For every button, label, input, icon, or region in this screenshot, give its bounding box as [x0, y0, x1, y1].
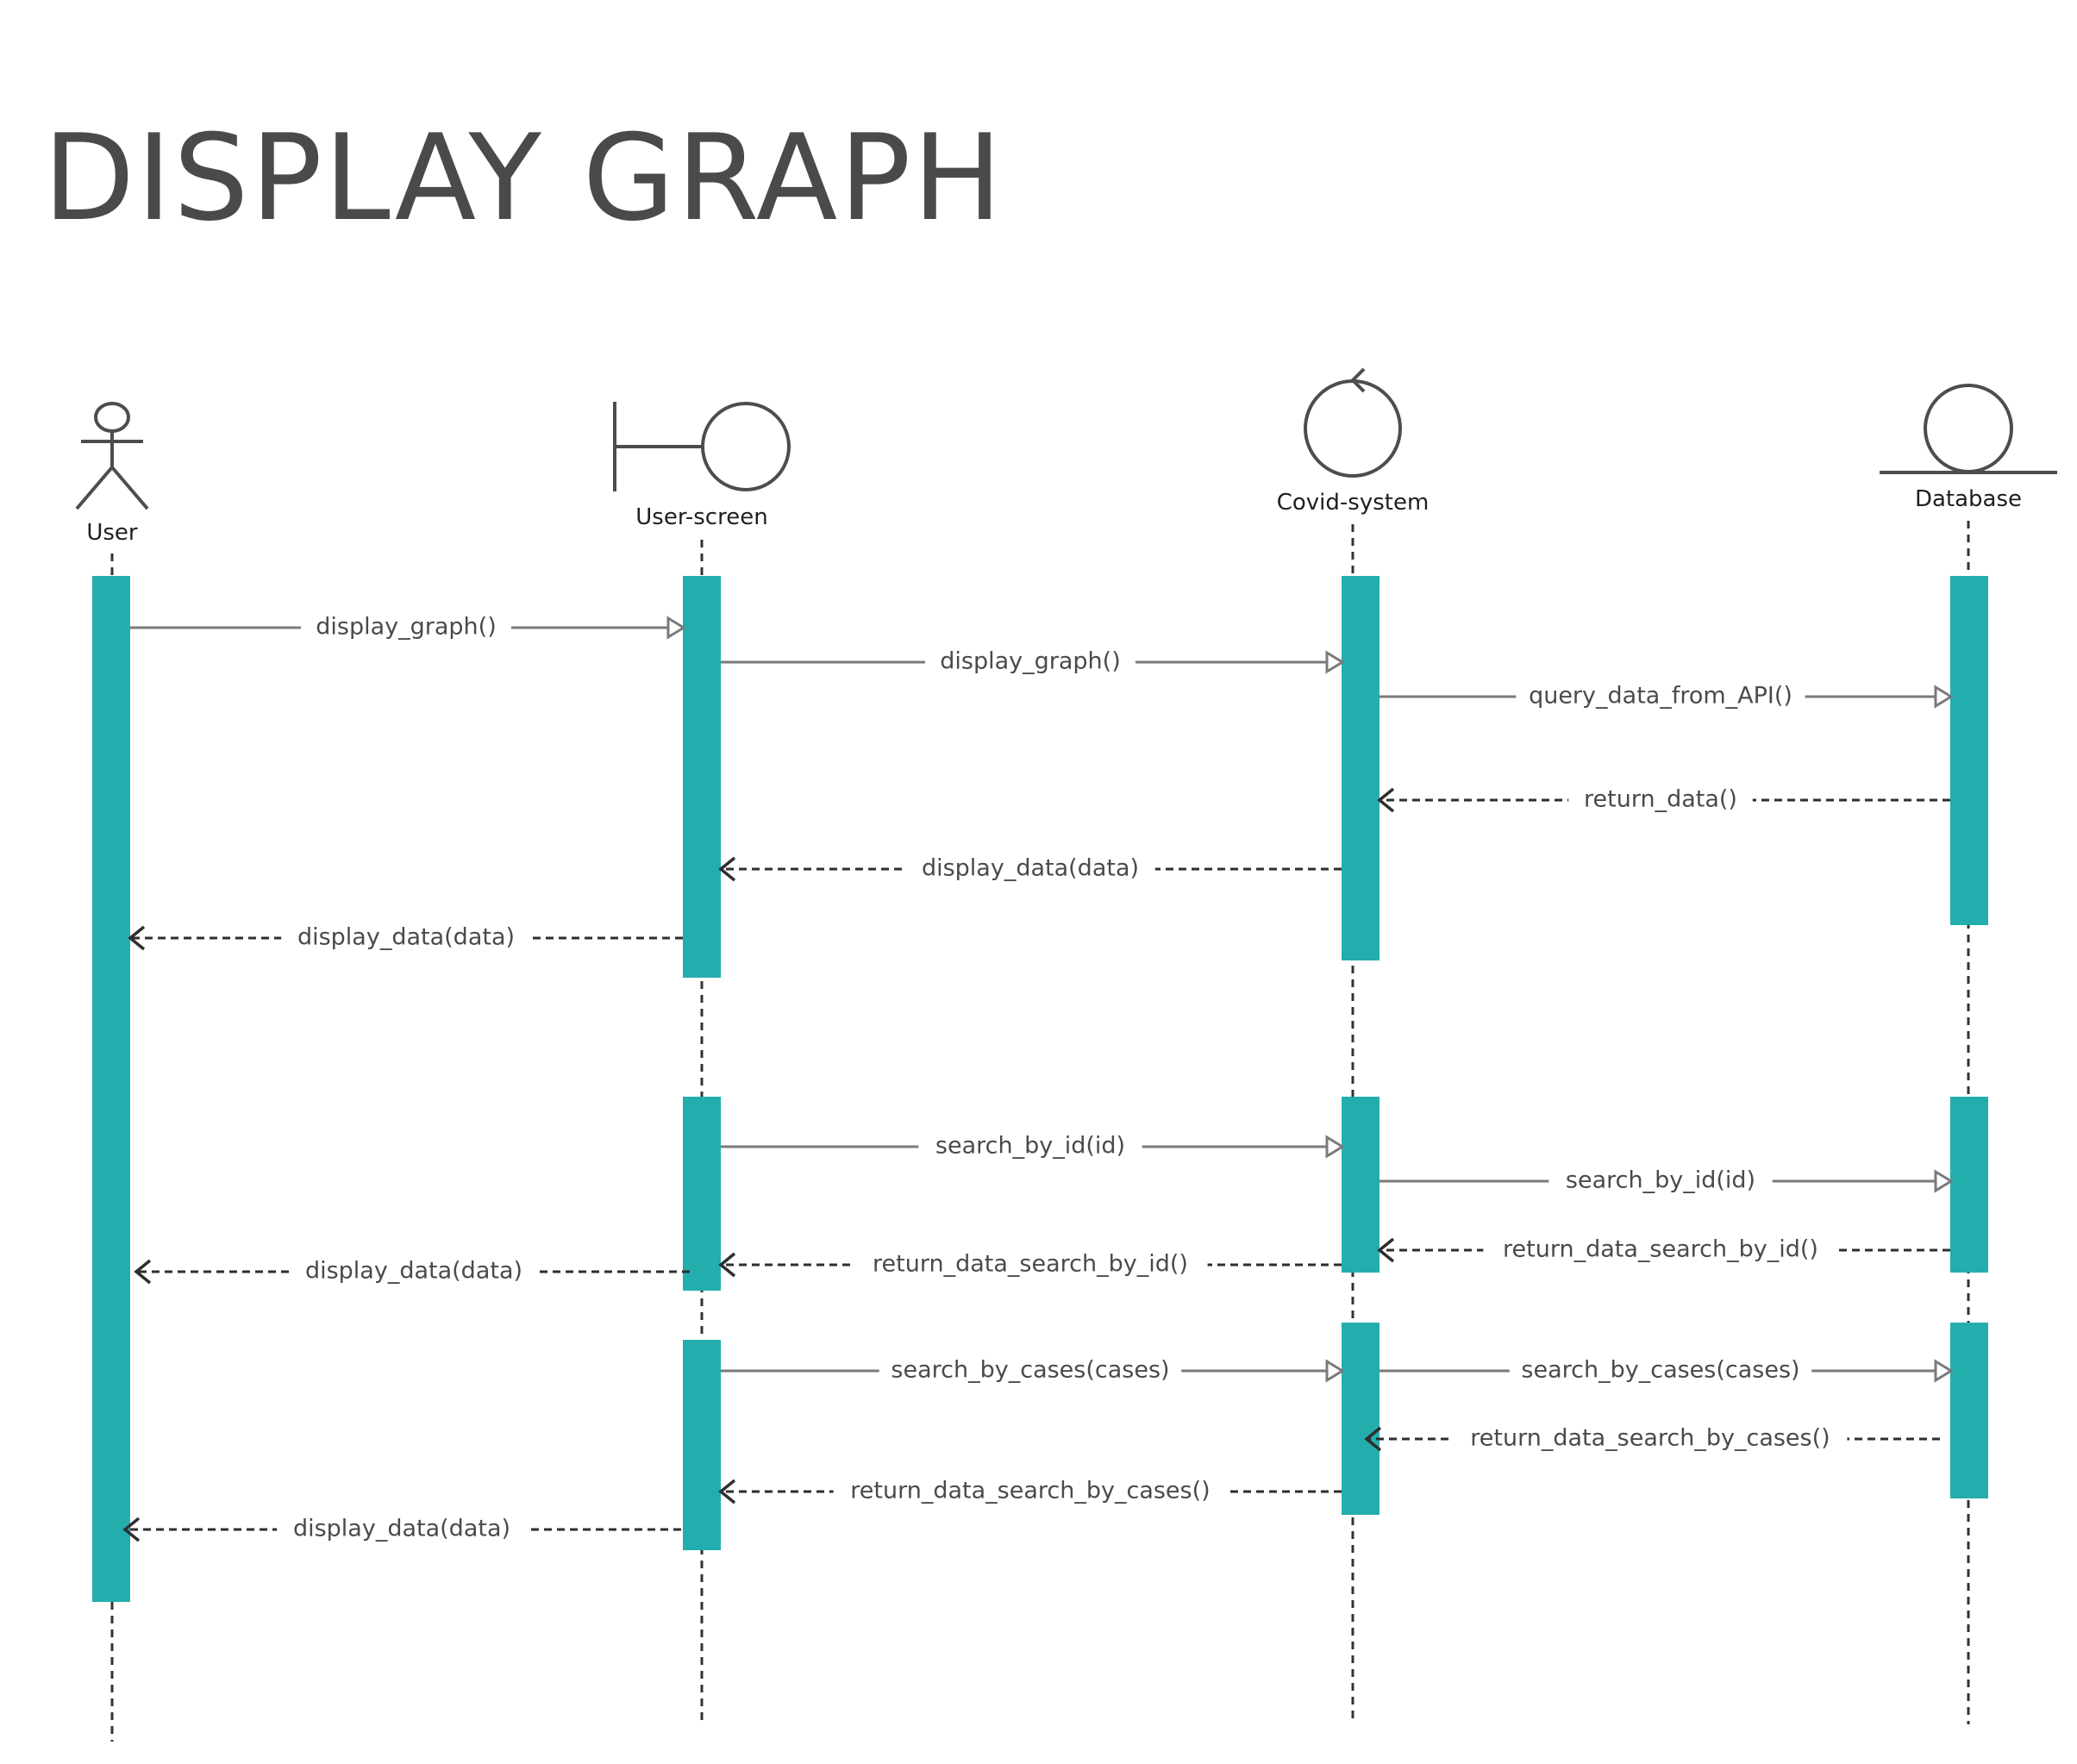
message-label-background: [1509, 1355, 1812, 1386]
participant-label-covid-system: Covid-system: [1277, 490, 1430, 516]
arrowhead-open: [1364, 1426, 1382, 1452]
entity-icon: [1880, 384, 2057, 474]
message-return: display_data(data): [128, 923, 683, 954]
message-label-background: [1568, 785, 1753, 816]
message-label: return_data_search_by_id(): [873, 1251, 1188, 1278]
message-call: search_by_id(id): [1379, 1166, 1954, 1197]
participant-label-database: Database: [1915, 486, 2022, 512]
message-call: search_by_cases(cases): [1379, 1355, 1954, 1386]
message-label-background: [833, 1476, 1228, 1507]
message-call: display_graph(): [130, 612, 686, 643]
boundary-icon: [613, 402, 791, 491]
arrowhead-open-triangle: [666, 616, 686, 640]
activation-bar-screen-2: [683, 1097, 721, 1291]
arrowhead-open: [1377, 1237, 1395, 1263]
message-return: display_data(data): [134, 1256, 690, 1287]
message-return: return_data_search_by_id(): [718, 1249, 1342, 1280]
message-return: return_data_search_by_cases(): [718, 1476, 1342, 1507]
arrowhead-open: [718, 856, 736, 882]
message-label-background: [1548, 1166, 1773, 1197]
message-return: return_data_search_by_cases(): [1364, 1423, 1940, 1454]
activation-bar-db-2: [1950, 1097, 1988, 1273]
message-call: search_by_id(id): [721, 1131, 1345, 1162]
message-label-background: [277, 1514, 527, 1545]
arrowhead-open-triangle: [1325, 650, 1345, 674]
control-icon: [1304, 367, 1402, 478]
message-label-background: [1453, 1423, 1848, 1454]
arrowhead-open: [1377, 787, 1395, 813]
message-label: display_graph(): [940, 648, 1120, 675]
message-label: return_data_search_by_cases(): [1470, 1425, 1830, 1452]
activation-bar-db-3: [1950, 1323, 1988, 1498]
message-label: search_by_cases(cases): [891, 1357, 1169, 1384]
message-label: search_by_id(id): [1566, 1167, 1755, 1194]
message-label: return_data_search_by_cases(): [850, 1478, 1210, 1504]
message-return: display_data(data): [122, 1514, 681, 1545]
message-label-background: [281, 923, 531, 954]
arrowhead-open-triangle: [1934, 1169, 1954, 1193]
activation-bar-screen-3: [683, 1340, 721, 1550]
message-return: return_data(): [1377, 785, 1950, 816]
arrowhead-open: [122, 1517, 141, 1542]
arrowhead-open: [718, 1252, 736, 1278]
message-label: return_data(): [1584, 786, 1737, 813]
message-label-background: [905, 854, 1155, 885]
arrowhead-open: [128, 925, 146, 951]
arrowhead-open: [718, 1479, 736, 1504]
message-label-background: [1483, 1235, 1838, 1266]
message-label: display_data(data): [922, 855, 1139, 882]
activation-bar-user: [92, 576, 130, 1602]
actor-stick-figure-icon: [75, 402, 149, 510]
message-label-background: [853, 1249, 1208, 1280]
arrowhead-open-triangle: [1325, 1359, 1345, 1383]
message-call: display_graph(): [721, 647, 1345, 678]
activation-bar-system-3: [1342, 1323, 1379, 1515]
message-label: search_by_id(id): [935, 1133, 1125, 1160]
participant-label-user-screen: User-screen: [635, 504, 767, 530]
message-label-background: [1516, 681, 1805, 712]
arrowhead-open-triangle: [1934, 685, 1954, 709]
message-label: display_graph(): [316, 614, 496, 641]
message-label: display_data(data): [305, 1258, 522, 1285]
message-label: return_data_search_by_id(): [1503, 1236, 1818, 1263]
activation-bars: [92, 576, 1988, 1602]
messages: display_graph() display_graph() query_data…: [122, 612, 1954, 1545]
message-label: display_data(data): [293, 1516, 510, 1542]
participant-label-user: User: [86, 520, 138, 546]
arrowhead-open-triangle: [1934, 1359, 1954, 1383]
arrowhead-open: [134, 1259, 152, 1285]
activation-bar-system-2: [1342, 1097, 1379, 1273]
activation-bar-screen-1: [683, 576, 721, 978]
message-label-background: [879, 1355, 1182, 1386]
arrowhead-open-triangle: [1325, 1135, 1345, 1159]
message-call: search_by_cases(cases): [721, 1355, 1345, 1386]
message-label-background: [301, 612, 511, 643]
message-label-background: [918, 1131, 1142, 1162]
activation-bar-db-1: [1950, 576, 1988, 925]
diagram-title: DISPLAY GRAPH: [43, 109, 1004, 247]
message-return: return_data_search_by_id(): [1377, 1235, 1950, 1266]
activation-bar-system-1: [1342, 576, 1379, 960]
message-label: display_data(data): [297, 924, 515, 951]
message-label-background: [289, 1256, 539, 1287]
message-label: query_data_from_API(): [1529, 683, 1792, 710]
message-label-background: [925, 647, 1135, 678]
message-label: search_by_cases(cases): [1521, 1357, 1799, 1384]
message-return: display_data(data): [718, 854, 1342, 885]
message-call: query_data_from_API(): [1379, 681, 1954, 712]
